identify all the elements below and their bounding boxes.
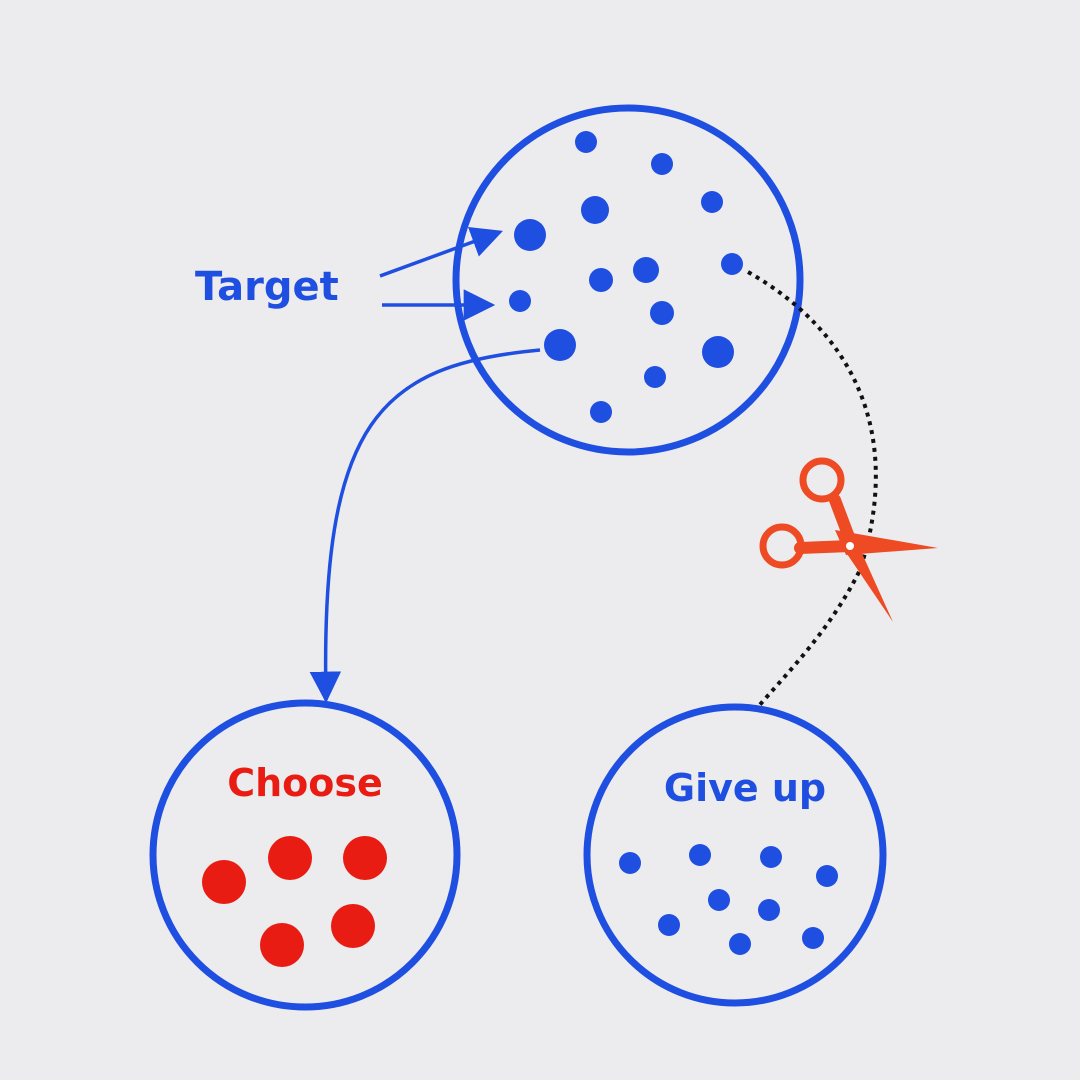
- choose-dot: [343, 836, 387, 880]
- give-up-pool: Give up: [583, 703, 887, 1007]
- target-dot: [514, 219, 546, 251]
- give-up-dot: [816, 865, 838, 887]
- choose-arrow: [309, 348, 541, 704]
- target-dot: [701, 191, 723, 213]
- give-up-dots: [619, 844, 838, 955]
- choose-dot: [268, 836, 312, 880]
- choose-dot: [260, 923, 304, 967]
- give-up-dot: [658, 914, 680, 936]
- target-pool: [452, 104, 804, 456]
- target-circle: [452, 104, 804, 456]
- give-up-dot: [619, 852, 641, 874]
- target-dot: [581, 196, 609, 224]
- choose-dot: [202, 860, 246, 904]
- target-dots: [509, 131, 743, 423]
- give-up-dot: [708, 889, 730, 911]
- target-dot: [633, 257, 659, 283]
- target-dot: [509, 290, 531, 312]
- choose-dot: [331, 904, 375, 948]
- give-up-dot: [729, 933, 751, 955]
- give-up-dot: [689, 844, 711, 866]
- choose-pool: Choose: [149, 699, 461, 1011]
- target-dot: [544, 329, 576, 361]
- give-up-label: Give up: [664, 766, 826, 810]
- cut-line: [747, 270, 878, 710]
- target-dot: [589, 268, 613, 292]
- give-up-circle: [583, 703, 887, 1007]
- target-label: Target: [195, 264, 339, 310]
- target-dot: [650, 301, 674, 325]
- target-dot: [721, 253, 743, 275]
- choose-label: Choose: [227, 761, 383, 805]
- target-dot: [702, 336, 734, 368]
- choose-circle: [149, 699, 461, 1011]
- target-dot: [651, 153, 673, 175]
- target-arrow-upper: [379, 226, 503, 278]
- choose-dots: [202, 836, 387, 967]
- target-dot: [644, 366, 666, 388]
- give-up-dot: [758, 899, 780, 921]
- give-up-dot: [802, 927, 824, 949]
- scissors-icon: [759, 457, 938, 622]
- target-dot: [575, 131, 597, 153]
- give-up-dot: [760, 846, 782, 868]
- target-dot: [590, 401, 612, 423]
